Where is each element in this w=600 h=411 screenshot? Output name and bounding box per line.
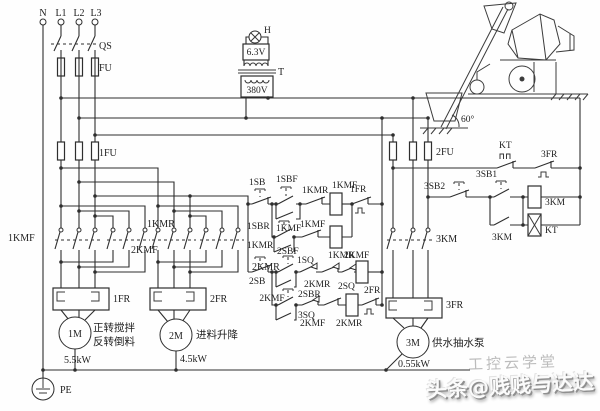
- motor-2m-id: 2M: [169, 331, 183, 342]
- motor-1m-desc1: 正转搅拌: [93, 321, 135, 334]
- kmr2-power-label: 2KMR: [252, 262, 280, 273]
- motor-2m-kw: 4.5kW: [180, 354, 208, 365]
- terminal-l2: [75, 18, 83, 26]
- terminal-label-l3: L3: [90, 8, 101, 19]
- disconnect-switch-qs: QS: [51, 35, 112, 52]
- sb1-label: 1SB: [249, 178, 265, 188]
- sb2-label: 2SB: [249, 277, 265, 287]
- terminal-label-l2: L2: [73, 8, 84, 19]
- kmf1-coil-label: 1KMF: [332, 181, 357, 191]
- motor-3m-kw: 0.55kW: [398, 359, 431, 370]
- branch-fuses-1fu: 1FU: [56, 141, 118, 161]
- sbf2-label: 2SBF: [277, 247, 299, 257]
- fr2-contact-label: 2FR: [364, 286, 381, 296]
- motor-3m-symbol: [396, 325, 430, 359]
- motor-1m-desc2: 反转倒料: [93, 335, 135, 348]
- coil-2kmr: [345, 293, 359, 317]
- kmf2-coil-label: 2KMF: [344, 251, 369, 261]
- terminal-l3: [91, 18, 99, 26]
- sbr2-label: 2SBR: [298, 290, 321, 300]
- kmr2-interlock-label: 2KMR: [304, 280, 331, 290]
- secondary-voltage: 6.3V: [247, 48, 266, 58]
- sq1-label: 1SQ: [297, 256, 314, 266]
- kmr1-power-label: 1KMR: [147, 219, 175, 230]
- sbr1-label: 1SBR: [247, 222, 270, 232]
- control-transformer: 6.3V T 380V H: [238, 26, 284, 120]
- kmr1-interlock-label: 1KMR: [302, 186, 329, 196]
- motor-1m-kw: 5.5kW: [64, 355, 92, 366]
- kmr2-coil-label: 2KMR: [336, 319, 363, 329]
- phase-buses: [59, 96, 581, 225]
- kt-coil-label: KT: [545, 226, 558, 236]
- power-entry-terminals: N L1 L2 L3: [39, 8, 102, 26]
- kmr1-coil-label: 1KMR: [328, 251, 355, 261]
- pole-blades: [151, 227, 241, 250]
- contactor-3km-power-contacts: 3KM: [386, 227, 457, 250]
- coil-2kmf: [355, 260, 369, 284]
- sb31-label: 3SB1: [476, 170, 497, 180]
- kmf1-power-label: 1KMF: [8, 233, 35, 244]
- sb32-label: 3SB2: [424, 182, 445, 192]
- pump-control-circuit: KT 3FR 3SB2 3SB1 3KM 3KM KT: [393, 141, 582, 243]
- sq2-label: 2SQ: [338, 282, 355, 292]
- fr3-box-label: 3FR: [446, 300, 464, 311]
- terminal-label-n: N: [39, 8, 46, 19]
- fu-label: FU: [99, 63, 113, 74]
- contactor-1kmf-1kmr-power-contacts: 1KMF 1KMR: [8, 204, 175, 288]
- motor-3m-id: 3M: [406, 338, 420, 349]
- pe-label: PE: [60, 385, 72, 396]
- terminal-n: [39, 18, 47, 26]
- km3-selfhold-label: 3KM: [492, 233, 513, 243]
- mixer-angle-label: 60°: [461, 114, 475, 125]
- kt-contact-label: KT: [499, 141, 512, 151]
- kmr1-selfhold-label: 1KMR: [247, 241, 274, 251]
- kmf2-power-label: 2KMF: [131, 245, 158, 256]
- sq3-label: 3SQ: [298, 311, 315, 321]
- fr2-box-label: 2FR: [210, 294, 228, 305]
- overload-2fr-and-motor-2m: 2FR 2M 进料升降 4.5kW: [149, 287, 238, 370]
- coil-1kmf: [329, 192, 343, 216]
- motor-2m-desc: 进料升降: [196, 328, 238, 341]
- kmf2-selfhold-label: 2KMF: [259, 294, 284, 304]
- fr1-contact-label: 1FR: [350, 185, 367, 195]
- km3-power-label: 3KM: [436, 234, 457, 245]
- motor-1m-id: 1M: [68, 329, 82, 340]
- terminal-l1: [57, 18, 65, 26]
- transformer-label: T: [278, 67, 284, 78]
- pump-branch: 2FU 3KM 3FR 3M 供水抽水泵 0.55kW: [385, 96, 485, 371]
- control-circuit-mixer-hoist: 1SB 1SBF 1KMF 1KMR 1KMF 1FR 1SBR 1KMR 1K…: [246, 116, 384, 329]
- kmf2-interlock-label: 2KMF: [300, 319, 325, 329]
- kmf1-interlock-label: 1KMF: [300, 220, 325, 230]
- motor-3m-desc: 供水抽水泵: [432, 336, 485, 349]
- coil-3km: [527, 185, 542, 209]
- primary-voltage: 380V: [246, 86, 267, 96]
- fu1-label: 1FU: [99, 148, 118, 159]
- fr1-box-label: 1FR: [113, 294, 131, 305]
- bottom-rail-and-ground: PE: [31, 368, 470, 401]
- coil-1kmr: [329, 225, 343, 249]
- pole-blades: [54, 227, 148, 250]
- fr3-contact-label: 3FR: [541, 150, 558, 160]
- main-fuses-fu: FU: [56, 57, 113, 77]
- contactor-2kmf-2kmr-power-contacts: 2KMF 2KMR: [131, 204, 280, 288]
- mixer-illustration: 60°: [420, 1, 589, 135]
- fu2-label: 2FU: [436, 147, 455, 158]
- qs-label: QS: [99, 41, 112, 52]
- sbf1-label: 1SBF: [276, 175, 298, 185]
- kmf1-selfhold-label: 1KMF: [276, 224, 301, 234]
- km3-coil-label: 3KM: [545, 198, 566, 208]
- lamp-label: H: [264, 26, 271, 36]
- overload-1fr-and-motor-1m: 1FR 1M 正转搅拌 反转倒料 5.5kW: [52, 287, 135, 370]
- terminal-label-l1: L1: [55, 8, 66, 19]
